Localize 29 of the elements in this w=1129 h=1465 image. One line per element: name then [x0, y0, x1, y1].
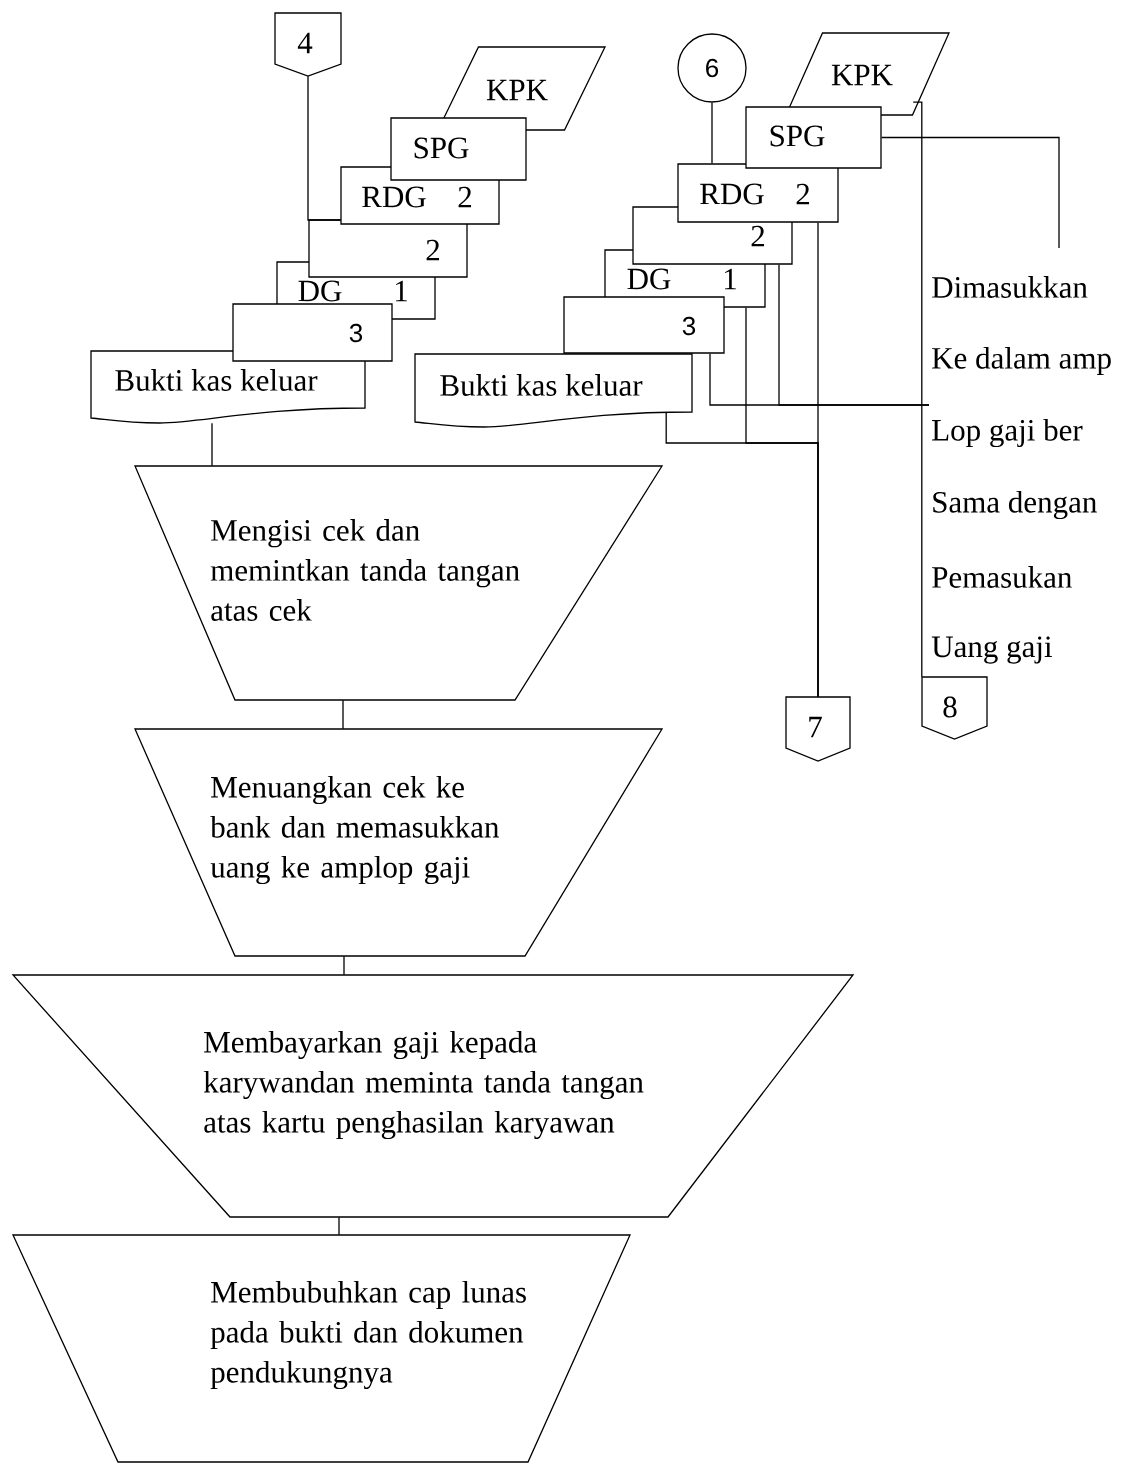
note-text: Sama dengan [933, 490, 1097, 520]
note-text: Lop gaji ber [932, 418, 1083, 448]
connector-line [665, 411, 819, 698]
manual-operation-trapezoid: Mengisi cek dan memintkan tanda tangan atas cek [134, 465, 664, 701]
manual-operation-trapezoid: Membubuhkan cap lunas pada bukti dan dokumen pendukungnya [12, 1234, 631, 1463]
connector-line [343, 955, 345, 976]
connector-line [211, 422, 213, 467]
note-text: Ke dalam amp [932, 346, 1111, 376]
document-box: 2 [308, 219, 468, 278]
connector-line [307, 75, 341, 221]
note-text: Pemasukan [932, 566, 1072, 588]
document-box: SPG [390, 117, 527, 181]
connector-line [881, 136, 1060, 249]
input-parallelogram: KPK [785, 32, 950, 116]
document-box: RDG 2 [677, 163, 839, 223]
connector-line [709, 353, 930, 406]
connector-line [342, 699, 344, 730]
off-page-connector: 4 [274, 12, 342, 77]
connector-line [912, 101, 923, 678]
document-box: 3 [232, 303, 393, 362]
connector-line [338, 1216, 340, 1236]
document-box: 3 [563, 296, 725, 354]
connector-line [711, 102, 713, 164]
document-box: SPG [745, 106, 882, 169]
off-page-connector: 8 [921, 676, 988, 740]
off-page-connector: 7 [785, 696, 851, 762]
manual-operation-trapezoid: Menuangkan cek ke bank dan memasukkan uang ke amplop gaji [134, 728, 664, 957]
note-text: Uang gaji [931, 636, 1052, 664]
note-text: Dimasukkan [932, 276, 1088, 298]
